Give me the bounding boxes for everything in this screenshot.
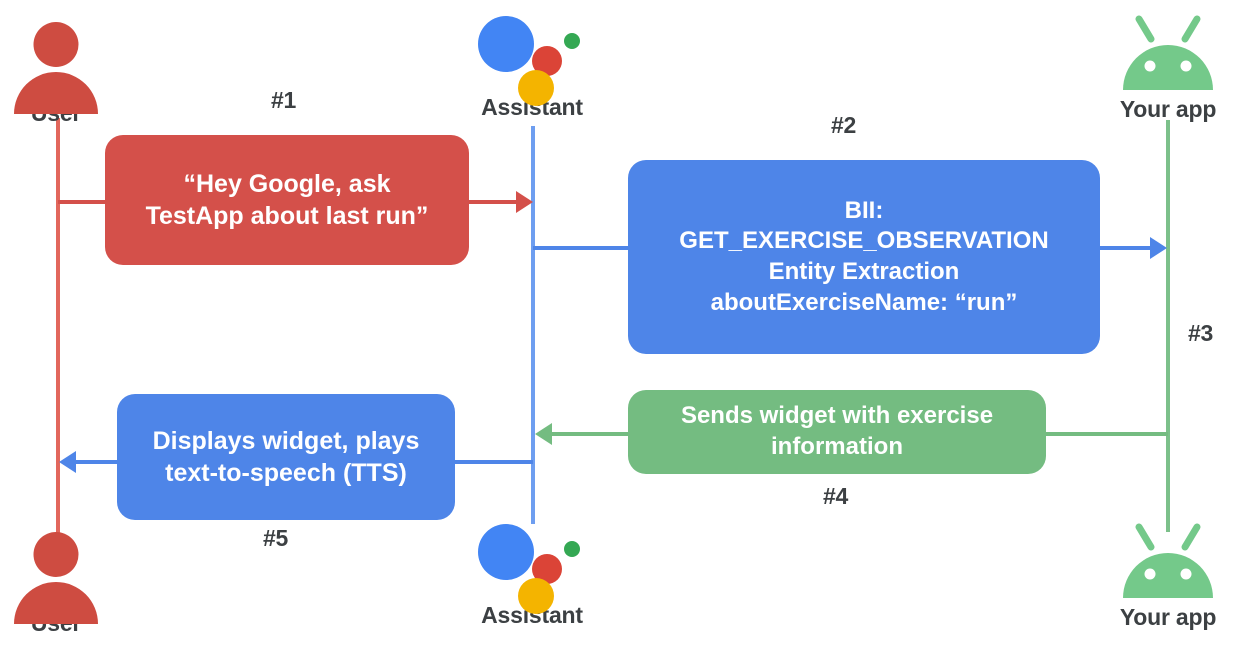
person-head-shape [33, 22, 79, 67]
actor-label-your-app-bottom: Your app [1119, 604, 1217, 630]
message-box-step4[interactable]: Sends widget with exercise information [628, 390, 1046, 474]
connector-step1-to-assistant [466, 200, 518, 204]
lifeline-assistant [531, 126, 535, 524]
android-icon [1088, 518, 1244, 606]
step-number-1: #1 [271, 87, 296, 113]
assistant-blue-dot [478, 524, 534, 580]
actor-label-your-app-top: Your app [1119, 96, 1217, 122]
connector-your-app-to-step4 [1046, 432, 1168, 436]
actor-assistant-bottom: Assistant [452, 516, 612, 627]
google-assistant-icon [452, 8, 612, 106]
person-body-shape [14, 72, 98, 114]
actor-label-assistant-top: Assistant [481, 94, 583, 120]
connector-step5-to-user [76, 460, 120, 464]
android-icon-svg [1123, 15, 1213, 90]
person-icon [0, 524, 136, 624]
message-box-step1[interactable]: “Hey Google, ask TestApp about last run” [105, 135, 469, 265]
lifeline-user [56, 118, 60, 538]
lifeline-your-app [1166, 120, 1170, 532]
person-head-shape [33, 532, 79, 577]
connector-user-to-step1 [58, 200, 118, 204]
arrowhead-step1 [516, 191, 533, 213]
message-box-step2[interactable]: BII: GET_EXERCISE_OBSERVATION Entity Ext… [628, 160, 1100, 354]
actor-user-bottom: User [0, 524, 136, 635]
actor-assistant-top: Assistant [452, 8, 612, 119]
actor-label-assistant-bottom: Assistant [481, 602, 583, 628]
arrowhead-step2 [1150, 237, 1167, 259]
step-number-5: #5 [263, 525, 288, 551]
actor-your-app-top: Your app [1088, 10, 1244, 121]
actor-user-top: User [0, 14, 136, 125]
connector-assistant-to-step2 [533, 246, 633, 250]
actor-your-app-bottom: Your app [1088, 518, 1244, 629]
message-box-step5[interactable]: Displays widget, plays text-to-speech (T… [117, 394, 455, 520]
android-icon [1088, 10, 1244, 98]
person-icon [0, 14, 136, 114]
assistant-yellow-dot [518, 70, 554, 106]
arrowhead-step5 [59, 451, 76, 473]
android-icon-svg [1123, 523, 1213, 598]
assistant-green-dot [564, 33, 580, 49]
step-number-2: #2 [831, 112, 856, 138]
connector-step4-to-assistant [552, 432, 628, 436]
connector-step2-to-your-app [1096, 246, 1152, 250]
connector-assistant-to-step5 [455, 460, 533, 464]
step-number-4: #4 [823, 483, 848, 509]
step-number-3: #3 [1188, 320, 1213, 346]
assistant-blue-dot [478, 16, 534, 72]
assistant-yellow-dot [518, 578, 554, 614]
assistant-green-dot [564, 541, 580, 557]
google-assistant-icon [452, 516, 612, 614]
person-body-shape [14, 582, 98, 624]
arrowhead-step4 [535, 423, 552, 445]
